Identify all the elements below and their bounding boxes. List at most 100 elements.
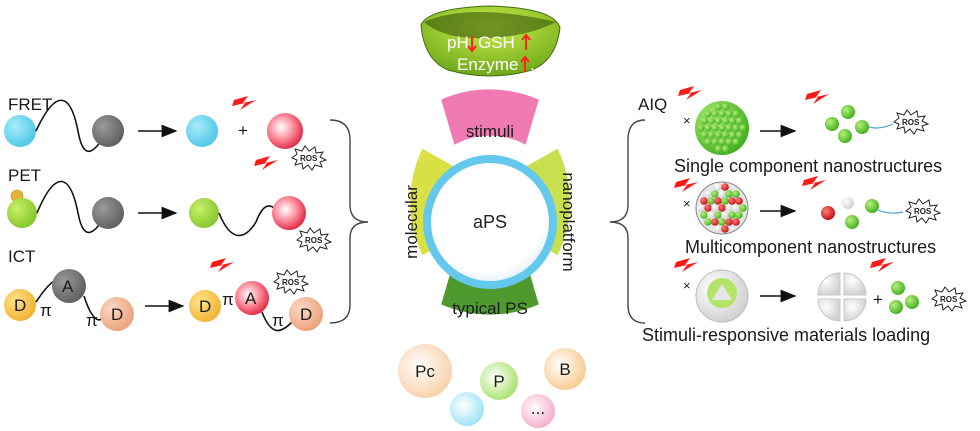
aggregate-bead <box>700 117 709 125</box>
enzyme-more: ... <box>530 55 544 74</box>
aggregate-bead <box>732 138 740 146</box>
monomer-sphere <box>855 120 869 134</box>
pc-label: Pc <box>415 362 435 381</box>
left-bracket <box>329 119 369 324</box>
mixed-bead <box>714 225 722 233</box>
aggregate-bead <box>725 110 733 118</box>
ict-row: ICT D π A π D D π A ROS π D <box>4 247 323 332</box>
monomer-sphere <box>842 197 854 209</box>
aggregate-bead <box>739 124 747 132</box>
ph-label: pH <box>447 33 469 52</box>
mixed-bead <box>711 204 719 212</box>
donor-sphere <box>4 115 36 147</box>
ros-label: ROS <box>305 236 323 245</box>
aiq-label: AIQ <box>638 95 667 114</box>
light-bolt-icon <box>232 96 256 110</box>
ring-top-segment <box>441 89 539 145</box>
light-bolt-icon <box>870 258 894 272</box>
activated-sphere <box>267 113 303 149</box>
aggregate-bead <box>714 131 723 139</box>
monomer-sphere <box>889 300 903 314</box>
center-ring: aPS stimuli molecular nanoplatform typic… <box>402 89 578 318</box>
mixed-bead <box>707 211 715 219</box>
aggregate-bead <box>725 124 733 132</box>
aggregate-bead <box>700 131 709 139</box>
light-bolt-icon <box>674 258 698 272</box>
aggregate-bead <box>714 145 723 153</box>
pc-sphere <box>398 344 452 398</box>
mixed-bead <box>725 190 733 198</box>
aggregate-bead <box>697 124 705 132</box>
mixed-bead <box>721 225 729 233</box>
monomer-sphere <box>845 215 859 229</box>
mixed-bead <box>718 190 726 198</box>
aggregate-bead <box>718 110 726 118</box>
aggregate-bead <box>714 117 723 125</box>
aggregate-bead <box>711 124 719 132</box>
mixed-bead <box>704 218 712 226</box>
aggregate-bead <box>732 110 740 118</box>
aggregate-bead <box>721 131 730 139</box>
pi-label: π <box>272 311 284 330</box>
gsh-label: GSH <box>478 33 515 52</box>
aggregate-bead <box>718 138 726 146</box>
light-bolt-icon <box>805 90 829 104</box>
quench-mark: × <box>683 113 691 128</box>
mixed-bead <box>739 204 747 212</box>
donor-sphere <box>189 198 219 228</box>
pet-label: PET <box>8 166 41 185</box>
mixed-bead <box>714 197 722 205</box>
aggregate-bead <box>718 124 726 132</box>
ros-label: ROS <box>902 118 920 127</box>
donor-sphere <box>186 115 218 147</box>
monomer-sphere <box>838 129 852 143</box>
acceptor-sphere <box>52 269 86 303</box>
monomer-sphere <box>821 206 835 220</box>
aggregate-bead <box>728 131 737 139</box>
donor-letter: D <box>14 296 26 315</box>
aggregate-bead <box>707 117 716 125</box>
activated-sphere <box>235 281 269 315</box>
donor-letter: D <box>111 305 123 324</box>
ros-label: ROS <box>300 154 318 163</box>
aiq-row-single: AIQ × ROS Single component nanostructure… <box>638 86 942 176</box>
broken-carrier <box>817 272 867 322</box>
mixed-bead <box>700 211 708 219</box>
aggregate-bead <box>704 138 712 146</box>
mixed-bead <box>732 218 740 226</box>
pi-label: π <box>222 290 234 309</box>
light-bolt-icon <box>674 178 698 192</box>
acceptor-sphere <box>92 115 124 147</box>
b-label: B <box>559 360 570 379</box>
b-sphere <box>544 348 586 390</box>
mixed-bead <box>735 197 743 205</box>
acceptor-sphere <box>92 197 124 229</box>
aggregate-bead <box>735 131 744 139</box>
aggregate-bead <box>707 131 716 139</box>
stimuli-responsive-label: Stimuli-responsive materials loading <box>642 325 930 345</box>
aiq-row-stimuli: × + ROS Stimuli-responsive materials loa… <box>642 258 967 345</box>
down-arrow-icon <box>467 36 477 53</box>
aggregate-bead <box>711 110 719 118</box>
donor-letter: D <box>300 305 312 324</box>
acceptor-letter: A <box>62 277 74 296</box>
quench-mark: × <box>683 278 691 293</box>
mixed-bead <box>732 190 740 198</box>
monomer-sphere <box>825 117 839 131</box>
mixed-bead <box>721 183 729 191</box>
aggregate-bead <box>732 124 740 132</box>
light-bolt-icon <box>254 156 278 170</box>
multicomponent-texture <box>697 183 747 233</box>
more-label: ... <box>531 399 545 418</box>
pi-label: π <box>40 301 52 320</box>
aggregate-bead <box>721 117 730 125</box>
up-arrow-icon <box>520 55 530 72</box>
aggregate-texture <box>697 103 747 153</box>
linker <box>261 311 293 332</box>
mixed-bead <box>725 204 733 212</box>
quench-mark: × <box>683 196 691 211</box>
cyan-sphere <box>450 392 484 426</box>
linker <box>36 180 108 234</box>
aggregate-bead <box>725 138 733 146</box>
